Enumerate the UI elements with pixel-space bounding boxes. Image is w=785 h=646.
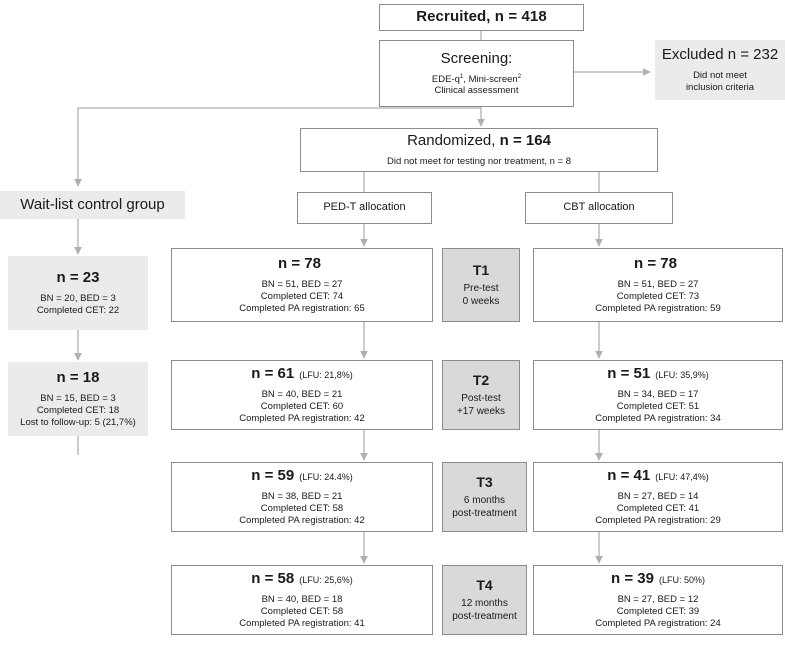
timepoint-detail: 12 months post-treatment [452, 598, 517, 622]
waitlist-n-line: n = 18 [57, 369, 100, 388]
cbt-details: BN = 51, BED = 27 Completed CET: 73 Comp… [595, 279, 721, 314]
cbt-box-t4: n = 39 (LFU: 50%) BN = 27, BED = 12 Comp… [533, 565, 783, 635]
timepoint-box-t2: T2 Post-test +17 weeks [442, 360, 520, 430]
cbt-lfu-value: (LFU: 35,9%) [655, 370, 709, 381]
cbt-n-line: n = 41 (LFU: 47,4%) [607, 467, 708, 486]
timepoint-box-t4: T4 12 months post-treatment [442, 565, 527, 635]
cbt-box-t1: n = 78 BN = 51, BED = 27 Completed CET: … [533, 248, 783, 322]
cbt-n-line: n = 39 (LFU: 50%) [611, 570, 705, 589]
timepoint-box-t3: T3 6 months post-treatment [442, 462, 527, 532]
cbt-details: BN = 34, BED = 17 Completed CET: 51 Comp… [595, 389, 721, 424]
randomized-subtitle: Did not meet for testing nor treatment, … [386, 155, 572, 167]
cbt-n-value: n = 39 [611, 570, 654, 588]
node-recruited: Recruited, n = 418 [379, 4, 584, 31]
cbt-n-value: n = 78 [634, 255, 677, 273]
cbt-box-t3: n = 41 (LFU: 47,4%) BN = 27, BED = 14 Co… [533, 462, 783, 532]
screening-line-1: EDE-q1, Mini-screen2 [431, 72, 522, 85]
cbt-lfu-value: (LFU: 47,4%) [655, 472, 709, 483]
pedt-n-value: n = 59 [251, 467, 295, 485]
timepoint-label: T3 [476, 473, 493, 490]
cbt-box-t2: n = 51 (LFU: 35,9%) BN = 34, BED = 17 Co… [533, 360, 783, 430]
waitlist-box-t1: n = 23 BN = 20, BED = 3 Completed CET: 2… [8, 256, 148, 330]
timepoint-label: T2 [472, 371, 490, 388]
waitlist-n-value: n = 23 [56, 269, 100, 287]
timepoint-detail: Pre-test 0 weeks [462, 283, 500, 307]
timepoint-detail: Post-test +17 weeks [456, 393, 506, 417]
excluded-line-2: inclusion criteria [685, 81, 755, 93]
pedt-lfu-value: (LFU: 25,6%) [299, 575, 353, 586]
waitlist-box-t2: n = 18 BN = 15, BED = 3 Completed CET: 1… [8, 362, 148, 436]
screening-title: Screening: [440, 49, 513, 67]
pedt-n-value: n = 58 [251, 570, 295, 588]
cbt-details: BN = 27, BED = 12 Completed CET: 39 Comp… [595, 594, 721, 629]
timepoint-label: T4 [476, 576, 493, 593]
timepoint-box-t1: T1 Pre-test 0 weeks [442, 248, 520, 322]
node-randomized: Randomized, n = 164 Did not meet for tes… [300, 128, 658, 172]
pedt-lfu-value: (LFU: 21,8%) [299, 370, 353, 381]
node-cbt-allocation: CBT allocation [525, 192, 673, 224]
cbt-lfu-value: (LFU: 50%) [658, 575, 705, 586]
cbt-n-value: n = 41 [607, 467, 651, 485]
waitlist-details: BN = 15, BED = 3 Completed CET: 18 Lost … [20, 393, 136, 428]
timepoint-label: T1 [472, 261, 490, 278]
recruited-title: Recruited, n = 418 [416, 8, 547, 26]
screening-details: EDE-q1, Mini-screen2 Clinical assessment [431, 72, 522, 98]
pedt-n-line: n = 58 (LFU: 25,6%) [251, 570, 352, 589]
cbt-allocation-title: CBT allocation [563, 201, 635, 214]
randomized-title: Randomized, n = 164 [407, 132, 551, 150]
pedt-lfu-value: (LFU: 24.4%) [299, 472, 353, 483]
excluded-title: Excluded n = 232 [661, 46, 779, 64]
pedt-n-line: n = 61 (LFU: 21,8%) [251, 365, 352, 384]
pedt-n-line: n = 78 [278, 255, 326, 274]
node-screening: Screening: EDE-q1, Mini-screen2 Clinical… [379, 40, 574, 107]
pedt-details: BN = 51, BED = 27 Completed CET: 74 Comp… [239, 279, 365, 314]
screening-sup-2: 2 [517, 72, 522, 80]
cbt-n-line: n = 51 (LFU: 35,9%) [607, 365, 708, 384]
pedt-box-t1: n = 78 BN = 51, BED = 27 Completed CET: … [171, 248, 433, 322]
screening-line-2: Clinical assessment [434, 85, 519, 97]
cbt-n-value: n = 51 [607, 365, 651, 383]
waitlist-details: BN = 20, BED = 3 Completed CET: 22 [36, 293, 120, 316]
pedt-n-line: n = 59 (LFU: 24.4%) [251, 467, 352, 486]
node-excluded: Excluded n = 232 Did not meet inclusion … [655, 40, 785, 100]
waitlist-n-value: n = 18 [56, 369, 100, 387]
pedt-details: BN = 40, BED = 18 Completed CET: 58 Comp… [239, 594, 365, 629]
node-waitlist-header: Wait-list control group [0, 191, 185, 219]
cbt-n-line: n = 78 [634, 255, 682, 274]
pedt-allocation-title: PED-T allocation [323, 201, 406, 214]
pedt-n-value: n = 61 [251, 365, 295, 383]
excluded-line-1: Did not meet [693, 70, 747, 81]
waitlist-header-title: Wait-list control group [20, 195, 165, 213]
pedt-n-value: n = 78 [278, 255, 321, 273]
pedt-details: BN = 40, BED = 21 Completed CET: 60 Comp… [239, 389, 365, 424]
pedt-box-t3: n = 59 (LFU: 24.4%) BN = 38, BED = 21 Co… [171, 462, 433, 532]
pedt-box-t2: n = 61 (LFU: 21,8%) BN = 40, BED = 21 Co… [171, 360, 433, 430]
timepoint-detail: 6 months post-treatment [452, 495, 517, 519]
node-pedt-allocation: PED-T allocation [297, 192, 432, 224]
waitlist-n-line: n = 23 [57, 269, 100, 288]
pedt-details: BN = 38, BED = 21 Completed CET: 58 Comp… [239, 491, 365, 526]
cbt-details: BN = 27, BED = 14 Completed CET: 41 Comp… [595, 491, 721, 526]
excluded-details: Did not meet inclusion criteria [686, 70, 754, 94]
screening-sup-1: 1 [459, 72, 464, 80]
pedt-box-t4: n = 58 (LFU: 25,6%) BN = 40, BED = 18 Co… [171, 565, 433, 635]
